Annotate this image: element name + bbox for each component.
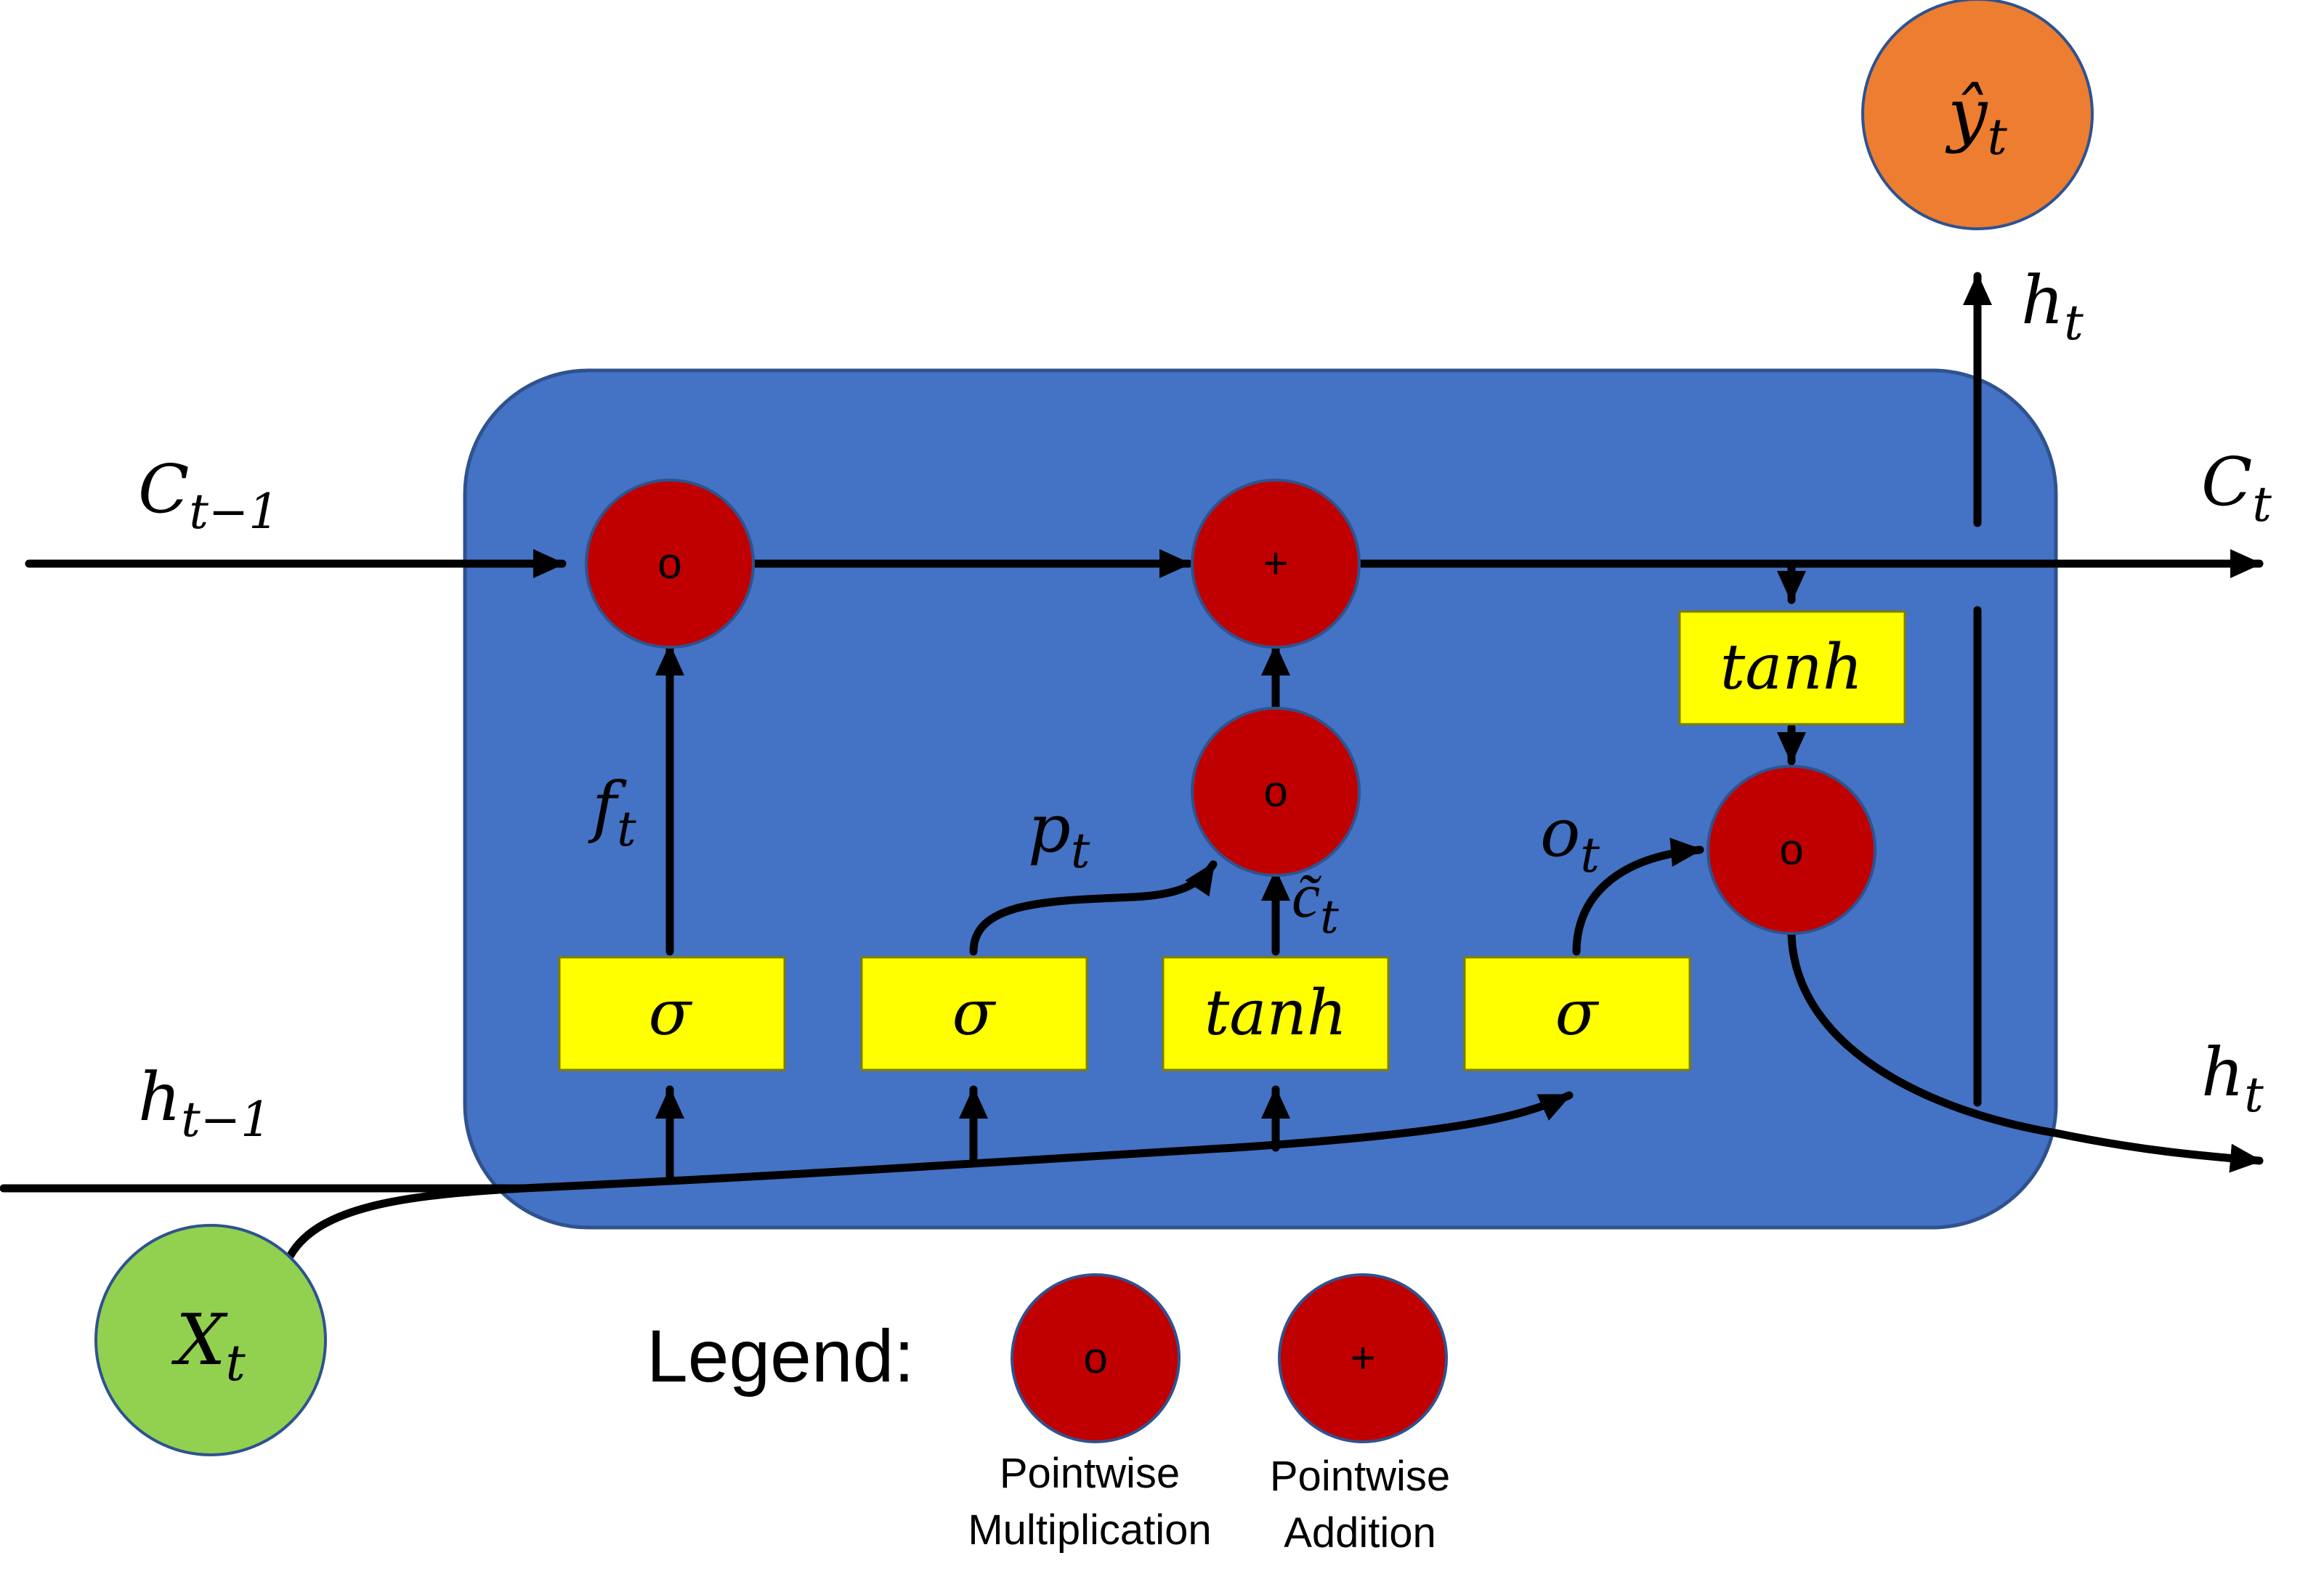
cell-add-node (1191, 479, 1361, 649)
p-gate-label: pt (1028, 790, 1090, 879)
o-gate-label: ot (1540, 794, 1600, 883)
sigma-forget-box (558, 956, 786, 1071)
hidden-input-rail (0, 1091, 1574, 1193)
legend: Legend: o + Pointwise Multiplication Poi… (647, 1273, 1450, 1557)
legend-mult-node (1011, 1273, 1181, 1443)
c-candidate-label: c͂t (1292, 857, 1339, 944)
hidden-output-curve (1787, 929, 2264, 1173)
legend-mult-caption-1: Pointwise (1000, 1450, 1180, 1497)
sigma-output-box (1463, 956, 1691, 1071)
sigma-forget-label: σ (649, 977, 693, 1050)
forget-mult-node (585, 479, 755, 649)
legend-add-caption-1: Pointwise (1270, 1453, 1450, 1500)
input-mult-node (1191, 707, 1361, 877)
legend-title: Legend: (647, 1315, 915, 1397)
legend-add-symbol: + (1350, 1334, 1375, 1382)
gate-boxes: σ σ tanh σ tanh (558, 610, 1906, 1071)
sigma-input-label: σ (952, 977, 997, 1050)
forget-mult-symbol: o (657, 539, 681, 588)
legend-add-caption-2: Addition (1284, 1509, 1436, 1557)
cell-add-symbol: + (1263, 539, 1288, 588)
x-input-label: Xt (171, 1299, 246, 1392)
legend-mult-symbol: o (1083, 1334, 1107, 1382)
sigma-input-box (860, 956, 1088, 1071)
h-out-right-label: ht (2201, 1034, 2264, 1123)
c-prev-label: Ct−1 (138, 450, 279, 540)
y-output-node (1861, 0, 2094, 230)
h-out-up-label: ht (2021, 261, 2084, 351)
output-gate-curve (1572, 837, 1704, 956)
op-nodes: o + o o (585, 479, 1876, 935)
h-prev-label: ht−1 (138, 1058, 271, 1148)
connections (0, 272, 2264, 1259)
legend-mult-caption-2: Multiplication (968, 1506, 1211, 1554)
tanh-cell-label: tanh (1720, 631, 1863, 704)
y-output-label: ŷt (1945, 73, 2007, 166)
legend-add-node (1278, 1273, 1448, 1443)
sigma-output-label: σ (1555, 977, 1600, 1050)
tanh-candidate-box (1162, 956, 1390, 1071)
input-mult-symbol: o (1263, 767, 1287, 816)
output-mult-symbol: o (1779, 825, 1803, 874)
tanh-candidate-label: tanh (1204, 977, 1348, 1050)
x-input-node (94, 1224, 327, 1456)
c-next-label: Ct (2201, 443, 2272, 532)
output-mult-node (1706, 765, 1876, 935)
tanh-cell-box (1678, 610, 1906, 726)
input-gate-curve (969, 860, 1218, 956)
x-input-curve (286, 1184, 527, 1259)
